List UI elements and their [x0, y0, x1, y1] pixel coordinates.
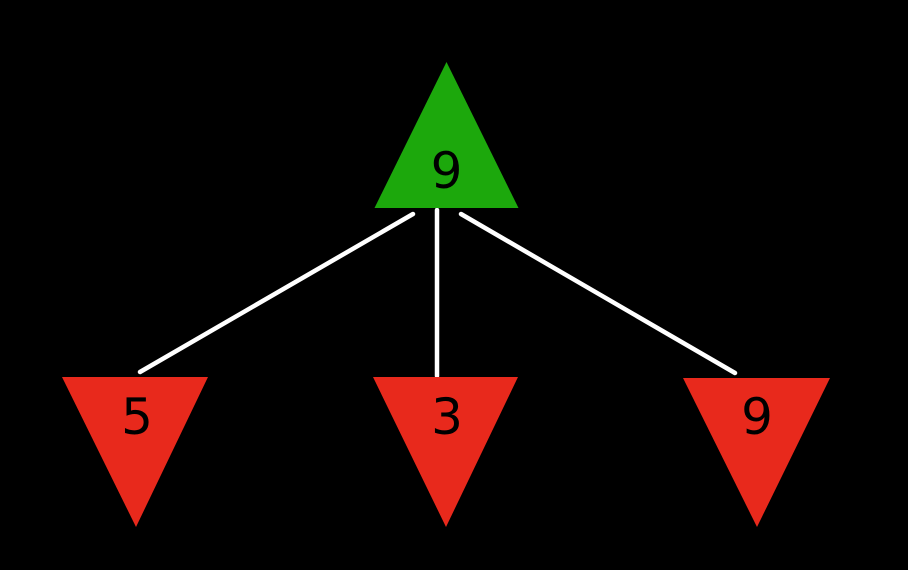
- root-max-node-value: 9: [431, 142, 463, 200]
- edge-root-to-child-2: [458, 211, 738, 376]
- child-min-node-1-shape: [373, 377, 518, 527]
- child-min-node-1-value: 3: [431, 388, 463, 446]
- edges: [137, 207, 738, 379]
- child-min-node-2: 9: [683, 378, 830, 527]
- root-max-node: 9: [374, 62, 519, 208]
- edge-root-to-child-0: [137, 211, 416, 375]
- child-min-node-0-shape: [62, 377, 208, 527]
- child-min-node-2-shape: [683, 378, 830, 527]
- child-min-node-0-value: 5: [121, 388, 153, 446]
- root-max-node-shape: [374, 62, 519, 208]
- child-min-node-1: 3: [373, 377, 518, 527]
- child-min-node-0: 5: [62, 377, 208, 527]
- child-min-node-2-value: 9: [741, 388, 773, 446]
